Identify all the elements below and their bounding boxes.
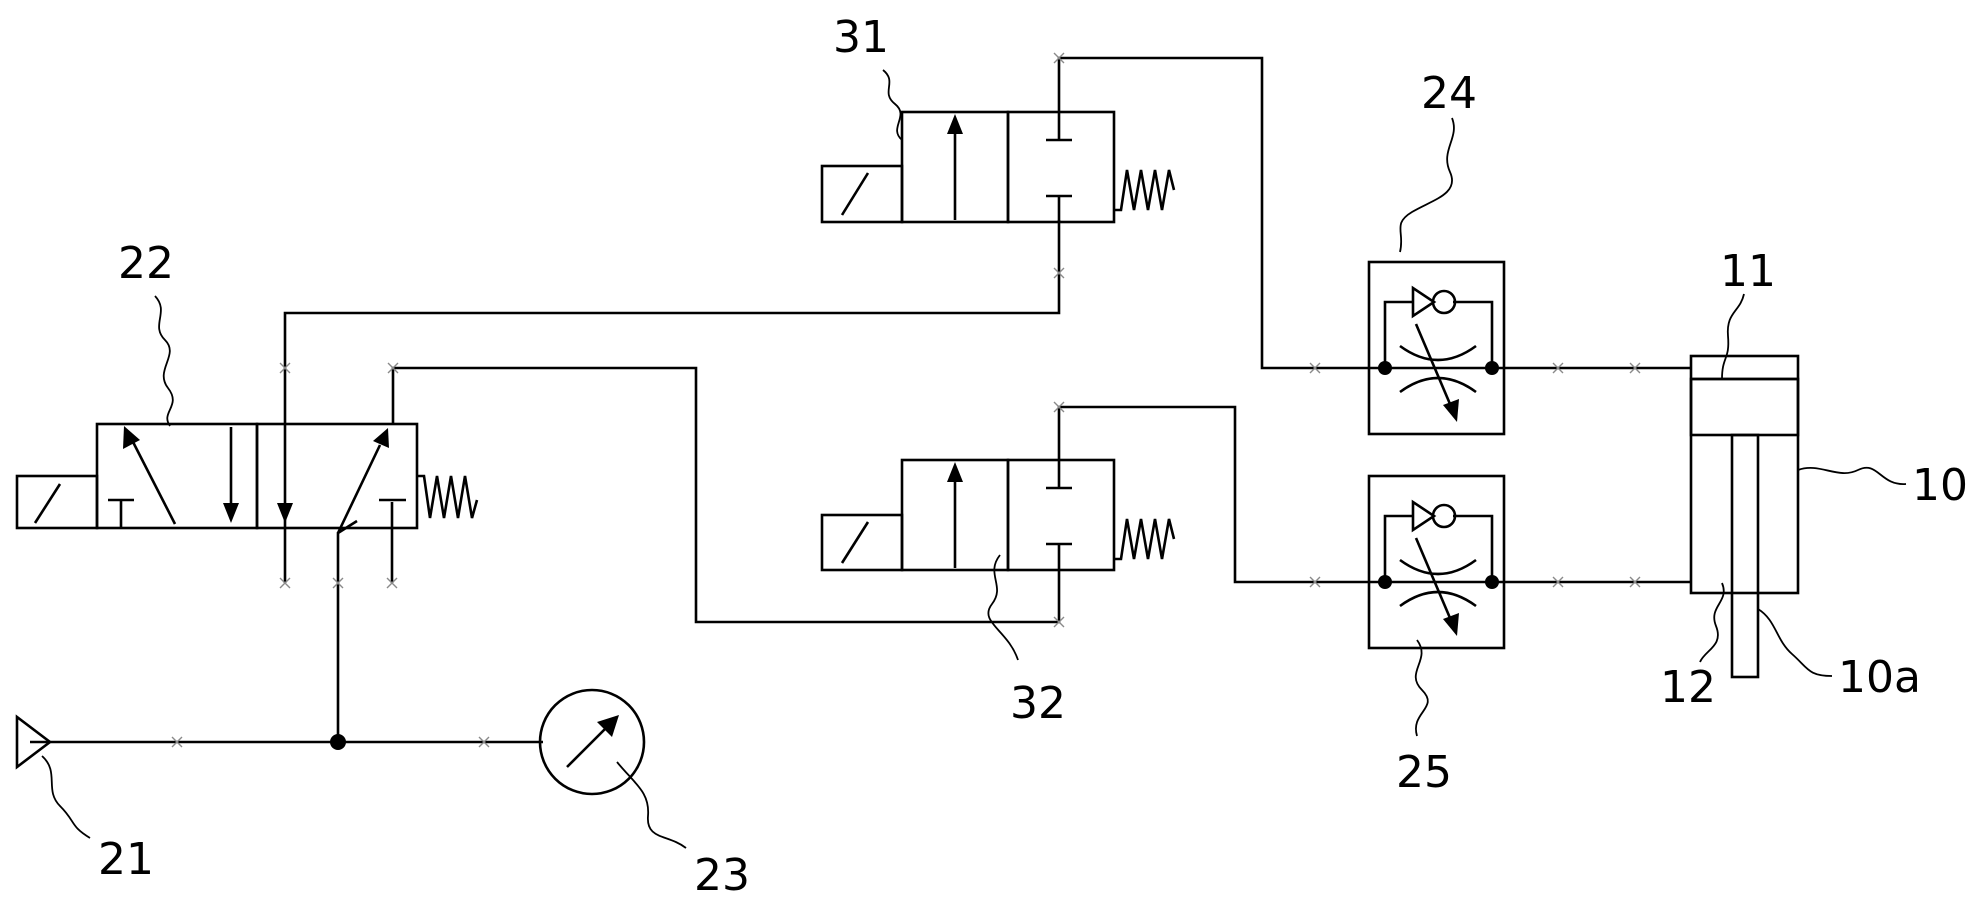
- leader-lines: [41, 69, 1907, 849]
- pilot-valve-upper: [820, 110, 1176, 224]
- pilot-valve-lower: [820, 458, 1176, 572]
- pressure-gauge-symbol: [538, 688, 646, 796]
- label-23: 23: [694, 850, 750, 901]
- air-source-symbol: [15, 714, 53, 770]
- supply-riser: [336, 519, 358, 742]
- flow-control-valve-upper: [1367, 260, 1506, 436]
- label-10: 10: [1912, 460, 1968, 511]
- piping: [30, 52, 1691, 750]
- pipe-markers: [171, 52, 1641, 748]
- label-21: 21: [98, 834, 154, 885]
- line-22-to-31: [283, 220, 1061, 528]
- line-31-to-24: [1057, 56, 1385, 370]
- line-32-to-25: [1057, 405, 1385, 584]
- label-22: 22: [118, 238, 174, 289]
- reference-labels: 31 22 24 11 10 12 10a 32 25 21 23: [98, 12, 1968, 901]
- label-25: 25: [1396, 747, 1452, 798]
- flow-control-valve-lower: [1367, 474, 1506, 650]
- label-11: 11: [1720, 246, 1776, 297]
- main-directional-valve: [15, 422, 479, 534]
- label-10a: 10a: [1838, 652, 1921, 703]
- label-31: 31: [833, 12, 889, 63]
- pneumatic-cylinder: [1689, 354, 1800, 679]
- label-24: 24: [1421, 68, 1477, 119]
- junction-dot: [330, 734, 346, 750]
- line-22-to-32: [391, 366, 1061, 624]
- label-32: 32: [1010, 678, 1066, 729]
- label-12: 12: [1660, 662, 1716, 713]
